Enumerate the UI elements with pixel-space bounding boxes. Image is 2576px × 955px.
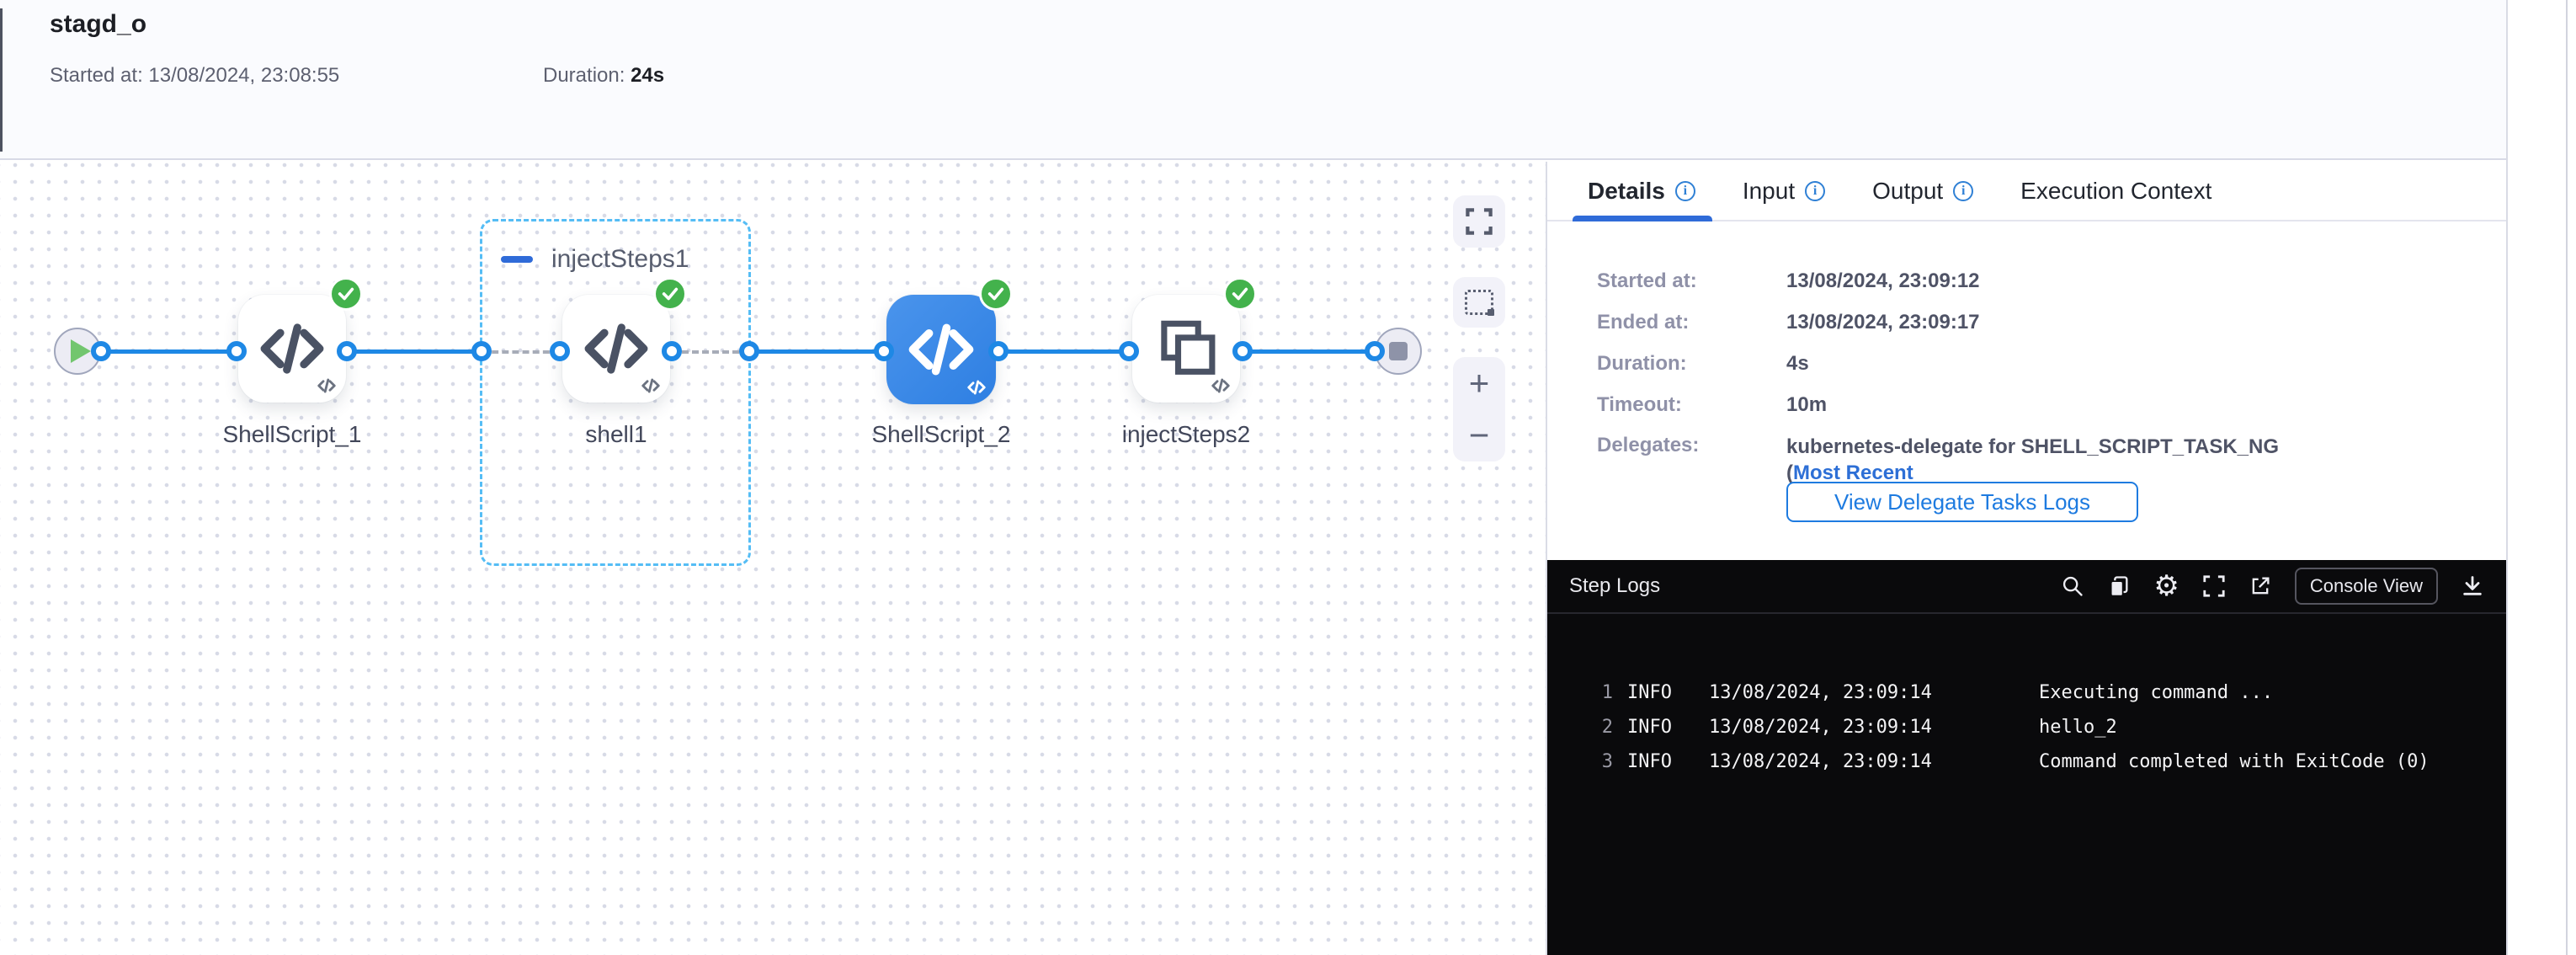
side-rail-divider <box>2566 0 2568 955</box>
step-node-shell1[interactable] <box>562 295 670 403</box>
edge-port[interactable] <box>662 341 682 361</box>
stage-title: stagd_o <box>50 10 147 38</box>
edge-shellscript2-to-injectsteps2 <box>998 349 1129 354</box>
collapse-group-icon[interactable] <box>501 256 533 263</box>
log-line: 3 INFO 13/08/2024, 23:09:14 Command comp… <box>1601 751 2430 772</box>
fit-view-button[interactable] <box>1453 195 1505 248</box>
fullscreen-icon <box>1466 208 1493 235</box>
stage-header: stagd_o Started at: 13/08/2024, 23:08:55… <box>0 0 2506 160</box>
step-node-shellscript2[interactable] <box>886 295 996 404</box>
success-badge <box>653 277 687 311</box>
group-steps-icon <box>1161 320 1216 375</box>
field-label: Ended at: <box>1597 311 1690 333</box>
field-label: Delegates: <box>1597 434 1700 456</box>
tab-output[interactable]: Output i <box>1872 162 1974 220</box>
details-tabbar: Details i Input i Output i Execution Con… <box>1547 162 2506 221</box>
edge-port[interactable] <box>988 341 1009 361</box>
tab-execution-context[interactable]: Execution Context <box>2020 177 2212 204</box>
success-badge <box>979 277 1013 311</box>
step-group-injectsteps1[interactable]: injectSteps1 <box>480 219 751 566</box>
field-value: 13/08/2024, 23:09:12 <box>1786 269 1980 292</box>
zoom-out-button[interactable]: − <box>1468 415 1490 455</box>
edge-shellscript1-to-group <box>347 349 482 354</box>
info-icon[interactable]: i <box>1953 180 1974 201</box>
field-value: 13/08/2024, 23:09:17 <box>1786 311 1980 333</box>
marquee-select-button[interactable] <box>1453 277 1505 328</box>
edge-start-to-shellscript1 <box>101 349 237 354</box>
shell-script-type-icon <box>1211 378 1230 393</box>
code-icon <box>584 323 648 374</box>
field-label: Started at: <box>1597 269 1697 292</box>
step-node-injectsteps2[interactable] <box>1132 295 1240 403</box>
edge-port[interactable] <box>1119 341 1139 361</box>
step-label: shell1 <box>585 421 647 447</box>
marquee-icon <box>1465 290 1494 316</box>
collapsed-side-rail <box>2506 0 2576 955</box>
copy-icon[interactable] <box>2107 574 2131 598</box>
gear-icon[interactable]: ⚙ <box>2153 569 2179 603</box>
edge-port[interactable] <box>91 341 111 361</box>
step-label: ShellScript_1 <box>222 421 362 447</box>
success-badge <box>1223 277 1257 311</box>
edge-shell1-to-groupend <box>672 350 749 354</box>
shell-script-type-icon <box>317 378 336 393</box>
edge-port[interactable] <box>550 341 570 361</box>
log-line: 1 INFO 13/08/2024, 23:09:14 Executing co… <box>1601 682 2274 703</box>
tab-details[interactable]: Details i <box>1573 162 1712 221</box>
edge-group-to-shell1 <box>482 350 560 354</box>
edge-port[interactable] <box>1365 341 1385 361</box>
tab-input[interactable]: Input i <box>1743 162 1826 220</box>
step-label: ShellScript_2 <box>871 421 1011 447</box>
expand-icon[interactable] <box>2202 574 2226 598</box>
edge-port[interactable] <box>739 341 759 361</box>
view-delegate-tasks-logs-button[interactable]: View Delegate Tasks Logs <box>1786 482 2138 522</box>
log-line: 2 INFO 13/08/2024, 23:09:14 hello_2 <box>1601 717 2117 738</box>
field-label: Duration: <box>1597 352 1687 375</box>
edge-group-to-shellscript2 <box>749 349 884 354</box>
edge-port[interactable] <box>1232 341 1253 361</box>
group-header: injectSteps1 <box>501 245 689 274</box>
edge-injectsteps2-to-end <box>1243 349 1375 354</box>
search-icon[interactable] <box>2061 574 2084 598</box>
edge-port[interactable] <box>337 341 357 361</box>
active-tab-underline <box>1573 216 1712 221</box>
stage-started-at: Started at: 13/08/2024, 23:08:55 <box>50 64 340 87</box>
console-header: Step Logs ⚙ Console View <box>1547 560 2506 614</box>
stop-icon <box>1389 342 1408 360</box>
console-title: Step Logs <box>1569 574 1661 597</box>
stage-duration: Duration: 24s <box>543 64 665 87</box>
window-edge-divider <box>0 8 3 152</box>
external-link-icon[interactable] <box>2249 574 2272 598</box>
info-icon[interactable]: i <box>1674 180 1695 201</box>
step-node-shellscript1[interactable] <box>238 295 346 403</box>
edge-port[interactable] <box>874 341 894 361</box>
zoom-controls: + − <box>1453 357 1505 461</box>
success-badge <box>329 277 363 311</box>
field-value: 4s <box>1786 352 1809 375</box>
step-logs-console: Step Logs ⚙ Console View <box>1547 560 2506 955</box>
edge-port[interactable] <box>226 341 247 361</box>
shell-script-type-icon <box>641 378 660 393</box>
code-icon <box>260 323 324 374</box>
pipeline-canvas[interactable]: injectSteps1 ShellScript_1 <box>0 162 1546 955</box>
info-icon[interactable]: i <box>1805 180 1826 201</box>
play-icon <box>71 339 91 363</box>
download-icon[interactable] <box>2461 574 2484 598</box>
field-value: 10m <box>1786 393 1828 416</box>
zoom-in-button[interactable]: + <box>1468 363 1490 403</box>
group-label: injectSteps1 <box>551 245 689 273</box>
step-details-panel: Details i Input i Output i Execution Con… <box>1546 162 2506 955</box>
edge-port[interactable] <box>471 341 492 361</box>
delegate-selection-logs-link[interactable]: Most Recent <box>1793 461 1913 484</box>
shell-script-type-icon <box>967 380 986 395</box>
console-toolbar: ⚙ Console View <box>2061 568 2484 605</box>
step-label: injectSteps2 <box>1121 421 1251 447</box>
code-icon <box>908 323 974 376</box>
field-label: Timeout: <box>1597 393 1682 416</box>
console-view-button[interactable]: Console View <box>2294 568 2438 605</box>
